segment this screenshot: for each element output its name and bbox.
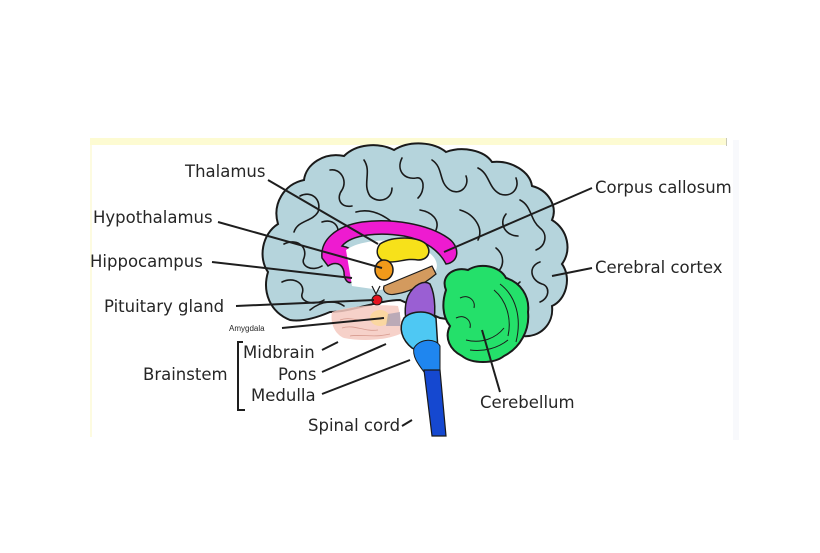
medulla-shape (413, 339, 441, 373)
cerebellum-folia (455, 283, 519, 351)
leader-hypothalamus (217, 221, 383, 269)
label-amygdala: Amygdala (229, 324, 265, 333)
leader-hippocampus (211, 261, 353, 279)
label-pituitary-gland: Pituitary gland (104, 297, 224, 316)
label-medulla: Medulla (251, 386, 316, 405)
brainstem-bracket (237, 341, 245, 411)
label-pons: Pons (278, 365, 317, 384)
amygdala-shadow (386, 312, 400, 326)
figure-right-shadow (733, 140, 739, 440)
figure-top-band (90, 138, 726, 145)
label-thalamus: Thalamus (184, 162, 265, 181)
leader-midbrain (321, 341, 339, 351)
leader-spinal-cord (401, 419, 413, 427)
leader-pons (321, 343, 387, 373)
label-midbrain: Midbrain (243, 343, 315, 362)
leader-medulla (321, 359, 411, 395)
label-hypothalamus: Hypothalamus (93, 208, 213, 227)
label-cerebellum: Cerebellum (480, 393, 575, 412)
label-spinal-cord: Spinal cord (308, 416, 400, 435)
label-hippocampus: Hippocampus (90, 252, 203, 271)
infundibulum (371, 285, 381, 296)
leader-corpus-callosum (443, 187, 593, 253)
figure-left-edge (90, 145, 92, 437)
leader-amygdala (281, 317, 385, 329)
label-corpus-callosum: Corpus callosum (595, 178, 732, 197)
spinal-cord-shape (423, 369, 447, 437)
leader-cerebellum (481, 329, 501, 393)
leader-pituitary (235, 299, 375, 307)
label-cerebral-cortex: Cerebral cortex (595, 258, 723, 277)
leader-thalamus (267, 179, 379, 245)
leader-cerebral-cortex (551, 267, 593, 277)
label-brainstem: Brainstem (143, 365, 228, 384)
leader-lines (211, 179, 593, 427)
hypothalamus-shape (374, 259, 394, 281)
figure-right-edge-tick (726, 138, 727, 146)
thalamus-shape (376, 237, 430, 263)
